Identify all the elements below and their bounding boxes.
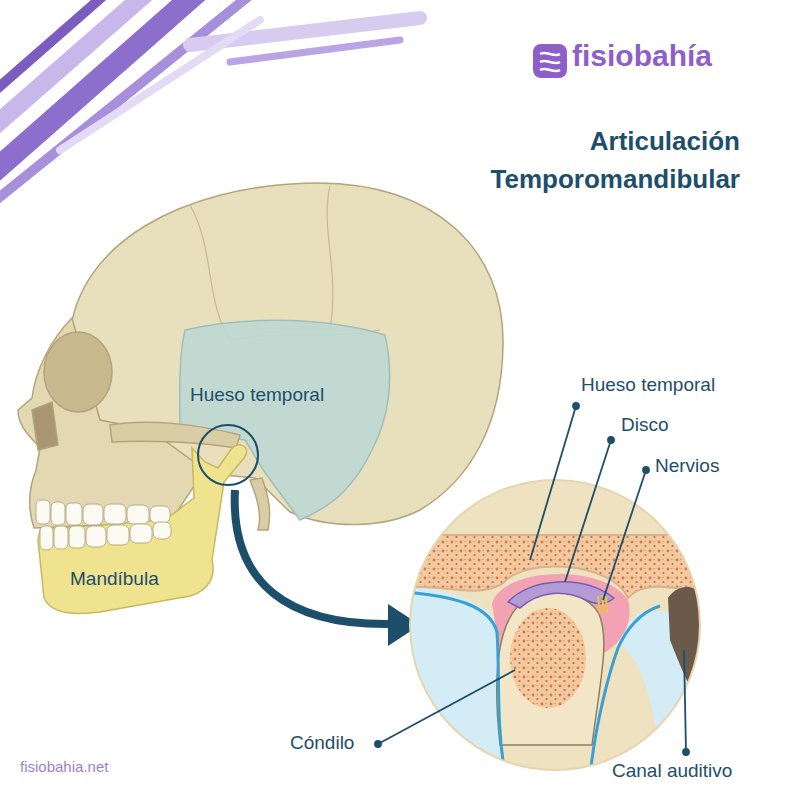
leader-line — [684, 650, 686, 752]
leader-lines — [375, 403, 689, 755]
leader-line — [603, 470, 646, 600]
tooth — [86, 526, 106, 547]
brush-stroke — [230, 40, 400, 62]
part-label: Mandíbula — [70, 568, 159, 591]
part-label: Hueso temporal — [581, 374, 715, 397]
tooth — [69, 526, 85, 548]
tooth — [51, 502, 65, 525]
logo-badge — [533, 44, 567, 78]
brush-stroke — [0, 0, 110, 95]
tooth — [36, 500, 50, 524]
leader-line — [530, 406, 576, 560]
condyle-bone — [497, 592, 604, 745]
tooth — [150, 506, 170, 523]
logo-waves — [540, 53, 560, 71]
inset-border — [410, 480, 700, 770]
tooth — [104, 504, 126, 524]
leader-line — [378, 670, 515, 744]
leader-dot — [573, 403, 579, 409]
leader-dot — [375, 741, 381, 747]
teeth — [36, 500, 171, 550]
part-label: Canal auditivo — [612, 760, 732, 783]
nerves — [598, 595, 607, 614]
joint-inset — [400, 480, 705, 775]
leader-dot — [643, 467, 649, 473]
tooth — [54, 526, 68, 549]
part-label: Hueso temporal — [190, 384, 324, 407]
tissue-outline — [405, 592, 660, 775]
condyle-marrow — [510, 608, 586, 708]
highlight-circle — [198, 425, 258, 485]
brush-stroke — [60, 20, 260, 150]
tooth — [83, 504, 103, 525]
website-url: fisiobahia.net — [20, 758, 108, 776]
orbit — [44, 332, 112, 412]
part-label: Nervios — [655, 455, 719, 478]
tooth — [130, 524, 152, 543]
tooth — [153, 522, 171, 539]
brush-stroke — [0, 0, 250, 205]
leader-line — [565, 440, 611, 582]
brand-name: fisiobahía — [572, 38, 712, 74]
skull — [18, 183, 503, 530]
diagram-title: Articulación Temporomandibular — [420, 122, 740, 198]
suture — [190, 186, 380, 340]
tooth — [127, 505, 149, 524]
brush-stroke — [0, 0, 200, 175]
tooth — [107, 525, 129, 545]
tooth — [40, 526, 53, 550]
leader-dot — [608, 437, 614, 443]
face — [18, 318, 205, 528]
nasal-cavity — [32, 402, 58, 450]
tooth — [66, 503, 82, 525]
brush-strokes — [0, 0, 420, 205]
nerve — [598, 596, 600, 614]
styloid-process — [250, 478, 270, 530]
part-label: Disco — [621, 414, 669, 437]
mandible — [38, 445, 247, 614]
nerve — [606, 596, 607, 612]
logo-icon — [533, 44, 567, 78]
part-label: Cóndilo — [290, 732, 354, 755]
zoom-arrow — [235, 490, 392, 624]
leader-dot — [683, 749, 689, 755]
